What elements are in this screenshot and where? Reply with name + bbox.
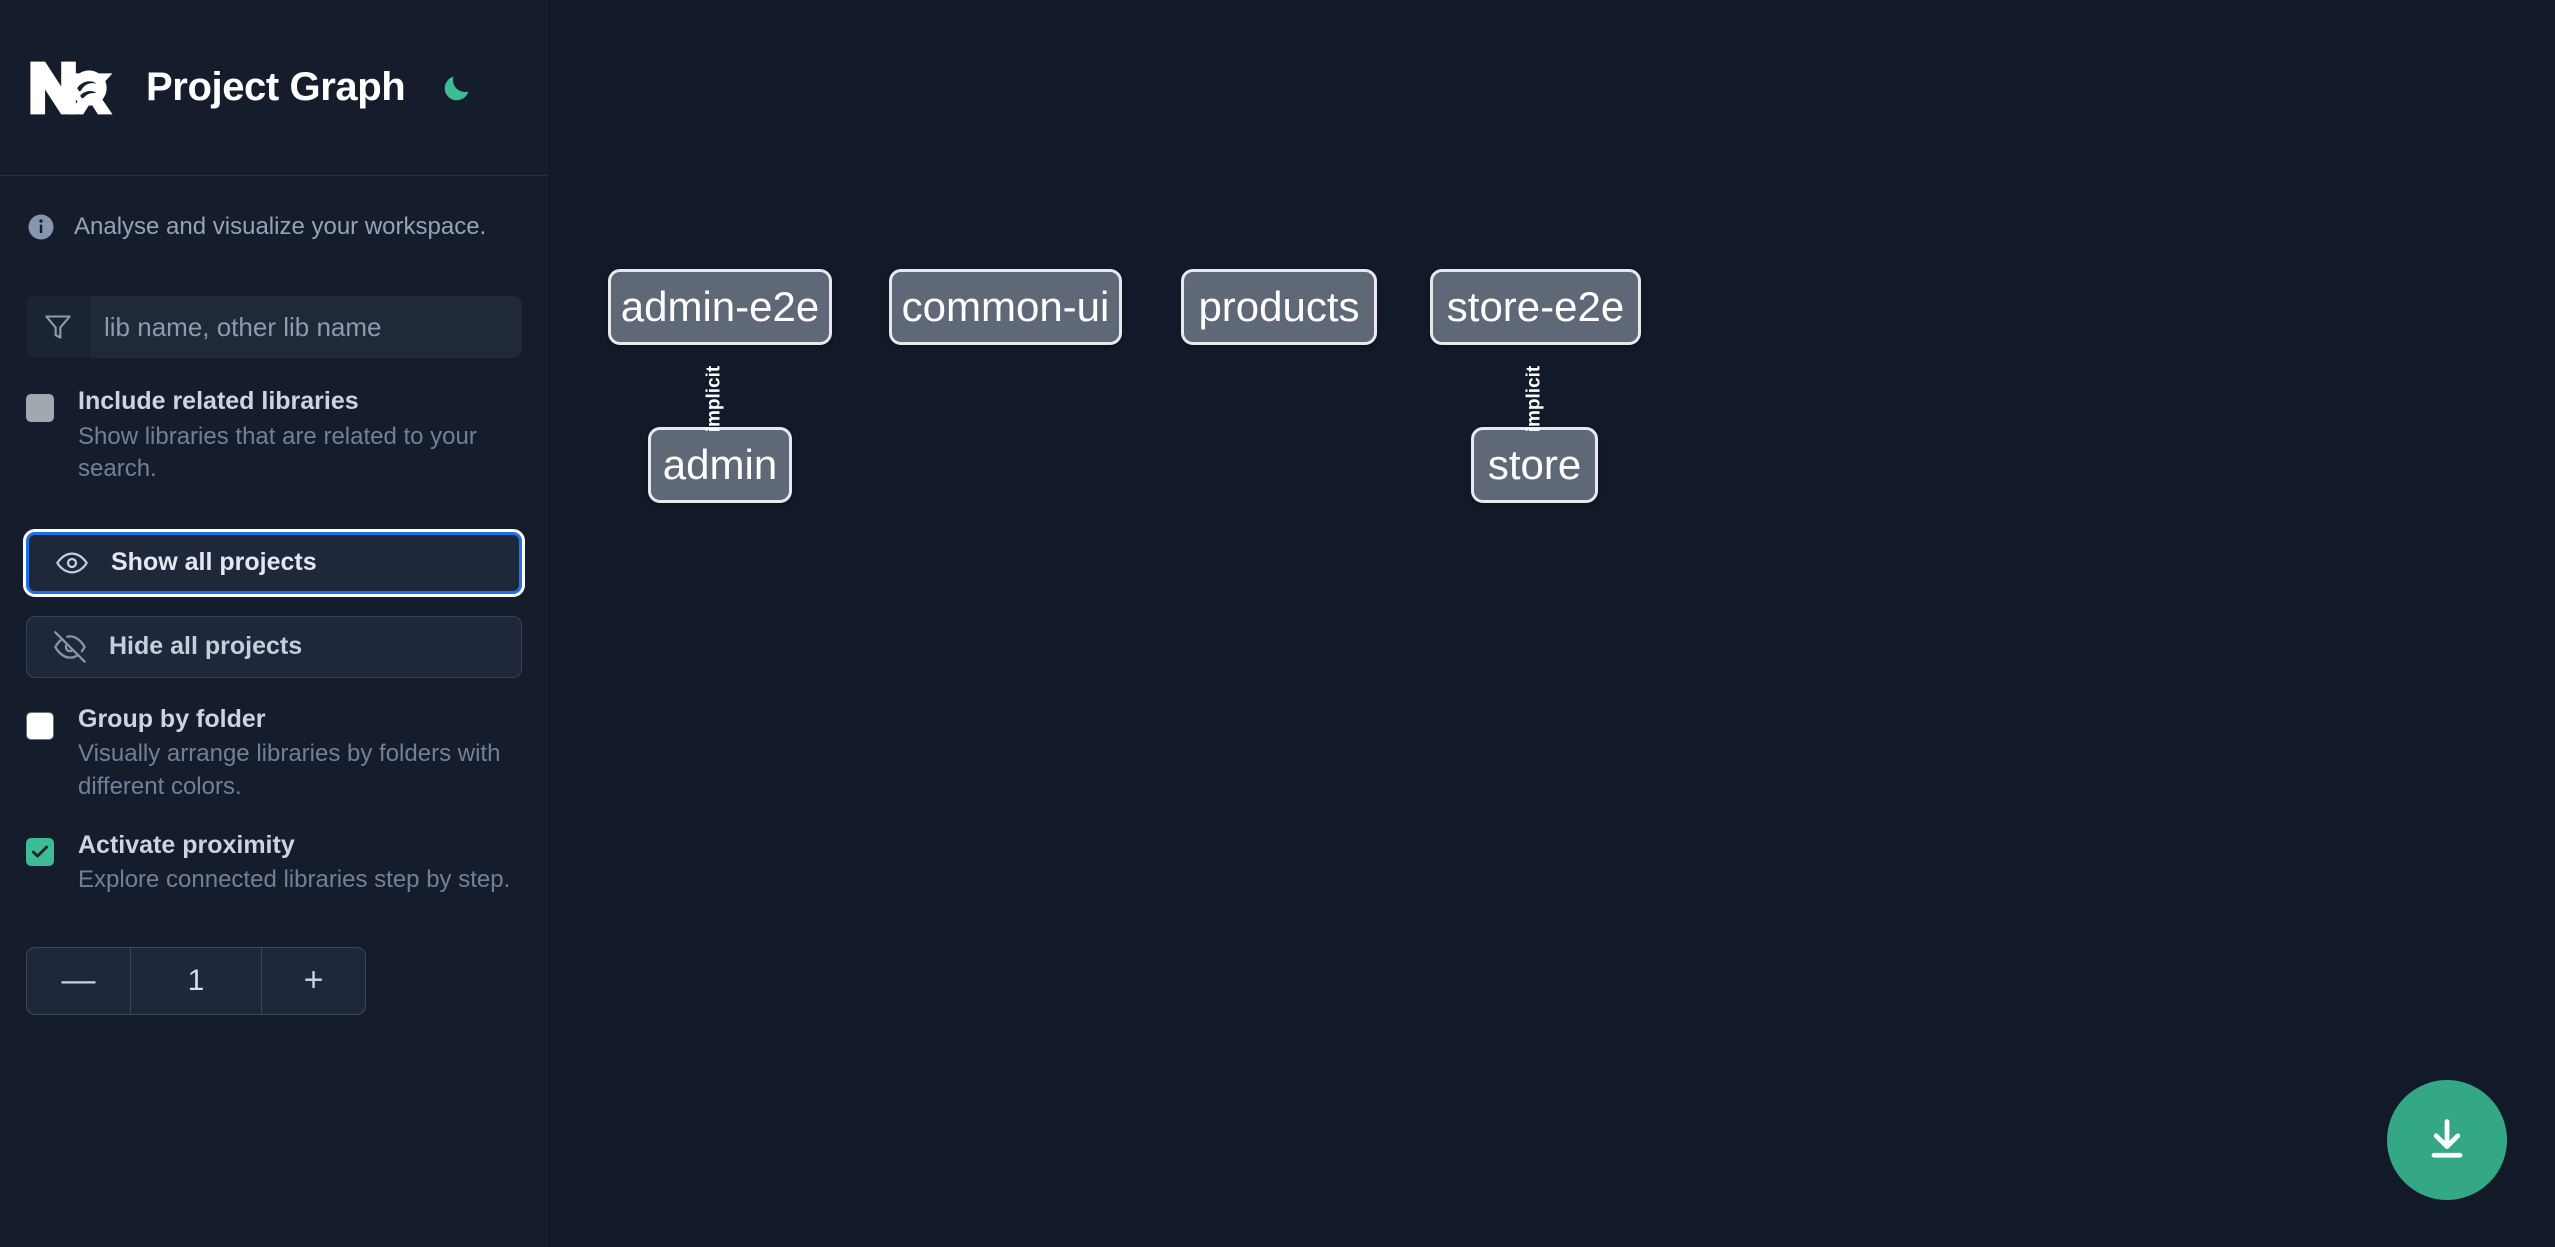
include-related-libraries-checkbox[interactable] bbox=[26, 394, 54, 422]
tagline-text: Analyse and visualize your workspace. bbox=[74, 213, 487, 240]
option-label: Activate proximity bbox=[78, 830, 295, 859]
graph-node-products[interactable]: products bbox=[1181, 269, 1377, 345]
proximity-value: 1 bbox=[187, 963, 205, 997]
app-title: Project Graph bbox=[146, 65, 406, 109]
option-text: Include related libraries Show libraries… bbox=[78, 387, 518, 486]
option-description: Visually arrange libraries by folders wi… bbox=[78, 740, 501, 800]
option-description: Explore connected libraries step by step… bbox=[78, 866, 511, 893]
graph-edges bbox=[548, 0, 848, 150]
group-by-folder-checkbox[interactable] bbox=[26, 711, 54, 740]
graph-node-admin-e2e[interactable]: admin-e2e bbox=[608, 269, 832, 345]
option-description: Show libraries that are related to your … bbox=[78, 422, 477, 483]
info-icon bbox=[26, 212, 56, 242]
graph-node-label: admin bbox=[662, 441, 778, 488]
sidebar: Project Graph Analyse and visualize your… bbox=[0, 0, 548, 1247]
download-button[interactable] bbox=[2387, 1080, 2507, 1200]
proximity-stepper: — 1 + bbox=[26, 946, 522, 1015]
graph-node-label: store-e2e bbox=[1446, 283, 1625, 330]
option-text: Activate proximity Explore connected lib… bbox=[78, 830, 511, 897]
eye-off-icon bbox=[53, 630, 87, 664]
sidebar-body: Analyse and visualize your workspace. In… bbox=[0, 176, 548, 1015]
funnel-icon bbox=[26, 296, 90, 358]
filter-field[interactable] bbox=[26, 296, 522, 358]
graph-node-label: common-ui bbox=[901, 283, 1110, 330]
stepper-control: — 1 + bbox=[26, 946, 366, 1015]
tagline: Analyse and visualize your workspace. bbox=[0, 176, 548, 242]
edge-label-store-e2e-to-store: implicit bbox=[1523, 365, 1545, 433]
graph-node-store[interactable]: store bbox=[1471, 427, 1598, 503]
proximity-decrement-button[interactable]: — bbox=[27, 947, 131, 1014]
edge-label-admin-e2e-to-admin: implicit bbox=[703, 365, 725, 433]
visibility-buttons: Show all projects Hide all projects bbox=[23, 528, 525, 678]
option-activate-proximity[interactable]: Activate proximity Explore connected lib… bbox=[0, 830, 548, 897]
graph-node-admin[interactable]: admin bbox=[648, 427, 792, 503]
option-include-related-libraries[interactable]: Include related libraries Show libraries… bbox=[0, 387, 548, 486]
eye-icon bbox=[55, 546, 89, 580]
show-all-projects-button[interactable]: Show all projects bbox=[23, 528, 525, 597]
proximity-increment-button[interactable]: + bbox=[261, 947, 365, 1014]
option-label: Include related libraries bbox=[78, 387, 359, 415]
option-text: Group by folder Visually arrange librari… bbox=[78, 704, 518, 804]
graph-node-store-e2e[interactable]: store-e2e bbox=[1430, 269, 1641, 345]
graph-node-label: store bbox=[1487, 441, 1582, 488]
option-group-by-folder[interactable]: Group by folder Visually arrange librari… bbox=[0, 704, 548, 804]
graph-node-common-ui[interactable]: common-ui bbox=[889, 269, 1122, 345]
graph-canvas[interactable]: admin-e2e common-ui products store-e2e admin… bbox=[548, 0, 2555, 1247]
option-label: Group by folder bbox=[78, 704, 266, 733]
download-icon bbox=[2421, 1113, 2473, 1168]
activate-proximity-checkbox[interactable] bbox=[26, 837, 54, 866]
moon-icon[interactable] bbox=[435, 66, 479, 110]
nx-logo-icon bbox=[26, 52, 114, 124]
hide-all-projects-label: Hide all projects bbox=[109, 632, 303, 661]
hide-all-projects-button[interactable]: Hide all projects bbox=[26, 615, 522, 678]
graph-node-label: products bbox=[1198, 283, 1360, 330]
graph-node-label: admin-e2e bbox=[620, 283, 820, 330]
sidebar-header: Project Graph bbox=[0, 0, 548, 176]
search-input[interactable] bbox=[90, 296, 522, 358]
show-all-projects-label: Show all projects bbox=[111, 548, 317, 577]
